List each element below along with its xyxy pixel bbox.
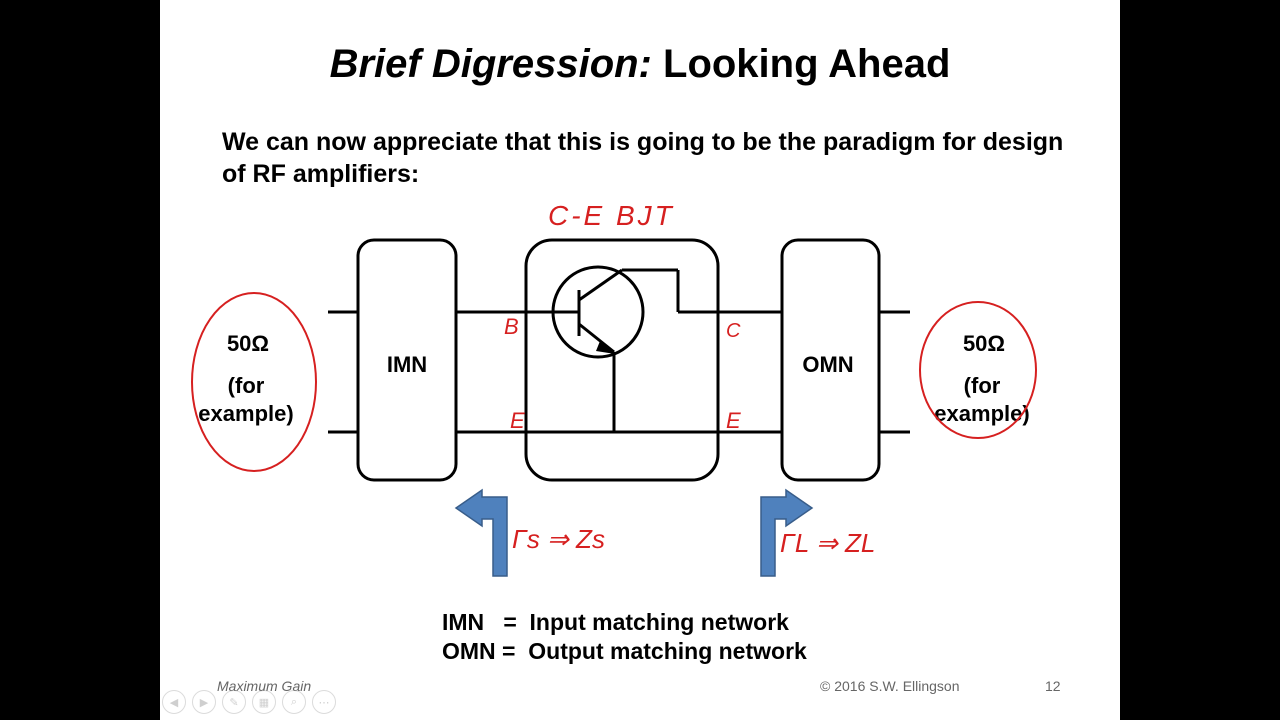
emitter-right-annotation: E (726, 408, 741, 433)
load-value: 50Ω (963, 331, 1005, 356)
legend: IMN = Input matching network OMN = Outpu… (442, 608, 807, 666)
source-load-note-1: (for (228, 373, 265, 398)
emitter-arrow-icon (596, 341, 615, 354)
slideshow-nav: ◀ ▶ ✎ ▦ ⌕ ⋯ (162, 690, 336, 714)
base-annotation: B (504, 314, 519, 339)
imn-label: IMN (387, 352, 427, 377)
imn-box (356, 238, 458, 482)
slides-icon[interactable]: ▦ (252, 690, 276, 714)
omn-label: OMN (802, 352, 853, 377)
load-circle (919, 301, 1037, 439)
gamma-l-annotation: ΓL ⇒ ZL (780, 528, 875, 558)
load-note-1: (for (964, 373, 1001, 398)
slide-number: 12 (1045, 678, 1061, 694)
collector-annotation: C (726, 320, 741, 342)
emitter-left-annotation: E (510, 408, 525, 433)
source-load-value: 50Ω (227, 331, 269, 356)
amplifier-diagram: IMN OMN 50Ω (for example) 50Ω (for examp… (191, 200, 1037, 577)
load-reflection-arrow-icon (760, 488, 814, 577)
slide-title: Brief Digression: Looking Ahead (160, 40, 1120, 88)
gamma-s-annotation: Γs ⇒ Zs (512, 524, 605, 554)
zoom-icon[interactable]: ⌕ (282, 690, 306, 714)
signal-lines (328, 310, 910, 434)
footer-title: Maximum Gain (217, 678, 312, 694)
load-note-2: example) (934, 401, 1029, 426)
intro-text: We can now appreciate that this is going… (222, 128, 1064, 188)
more-icon[interactable]: ⋯ (312, 690, 336, 714)
transistor-box (524, 238, 720, 482)
slide-title-rest: Looking Ahead (651, 42, 951, 86)
omn-box (780, 238, 881, 482)
prev-icon[interactable]: ◀ (162, 690, 186, 714)
source-load-note-2: example) (198, 401, 293, 426)
bjt-symbol (550, 265, 680, 432)
pen-icon[interactable]: ✎ (222, 690, 246, 714)
handwritten-annotations: C-E BJT B C E E Γs ⇒ Zs ΓL ⇒ ZL (191, 200, 1037, 558)
legend-imn: IMN = Input matching network (442, 609, 789, 635)
next-icon[interactable]: ▶ (192, 690, 216, 714)
device-annotation: C-E BJT (548, 200, 675, 231)
source-reflection-arrow-icon (454, 488, 508, 577)
slide-title-italic: Brief Digression: (329, 42, 652, 86)
slide: Brief Digression: Looking Ahead We can n… (160, 0, 1120, 720)
footer-copyright: © 2016 S.W. Ellingson (820, 678, 960, 694)
legend-omn: OMN = Output matching network (442, 638, 807, 664)
source-load-circle (191, 292, 317, 472)
